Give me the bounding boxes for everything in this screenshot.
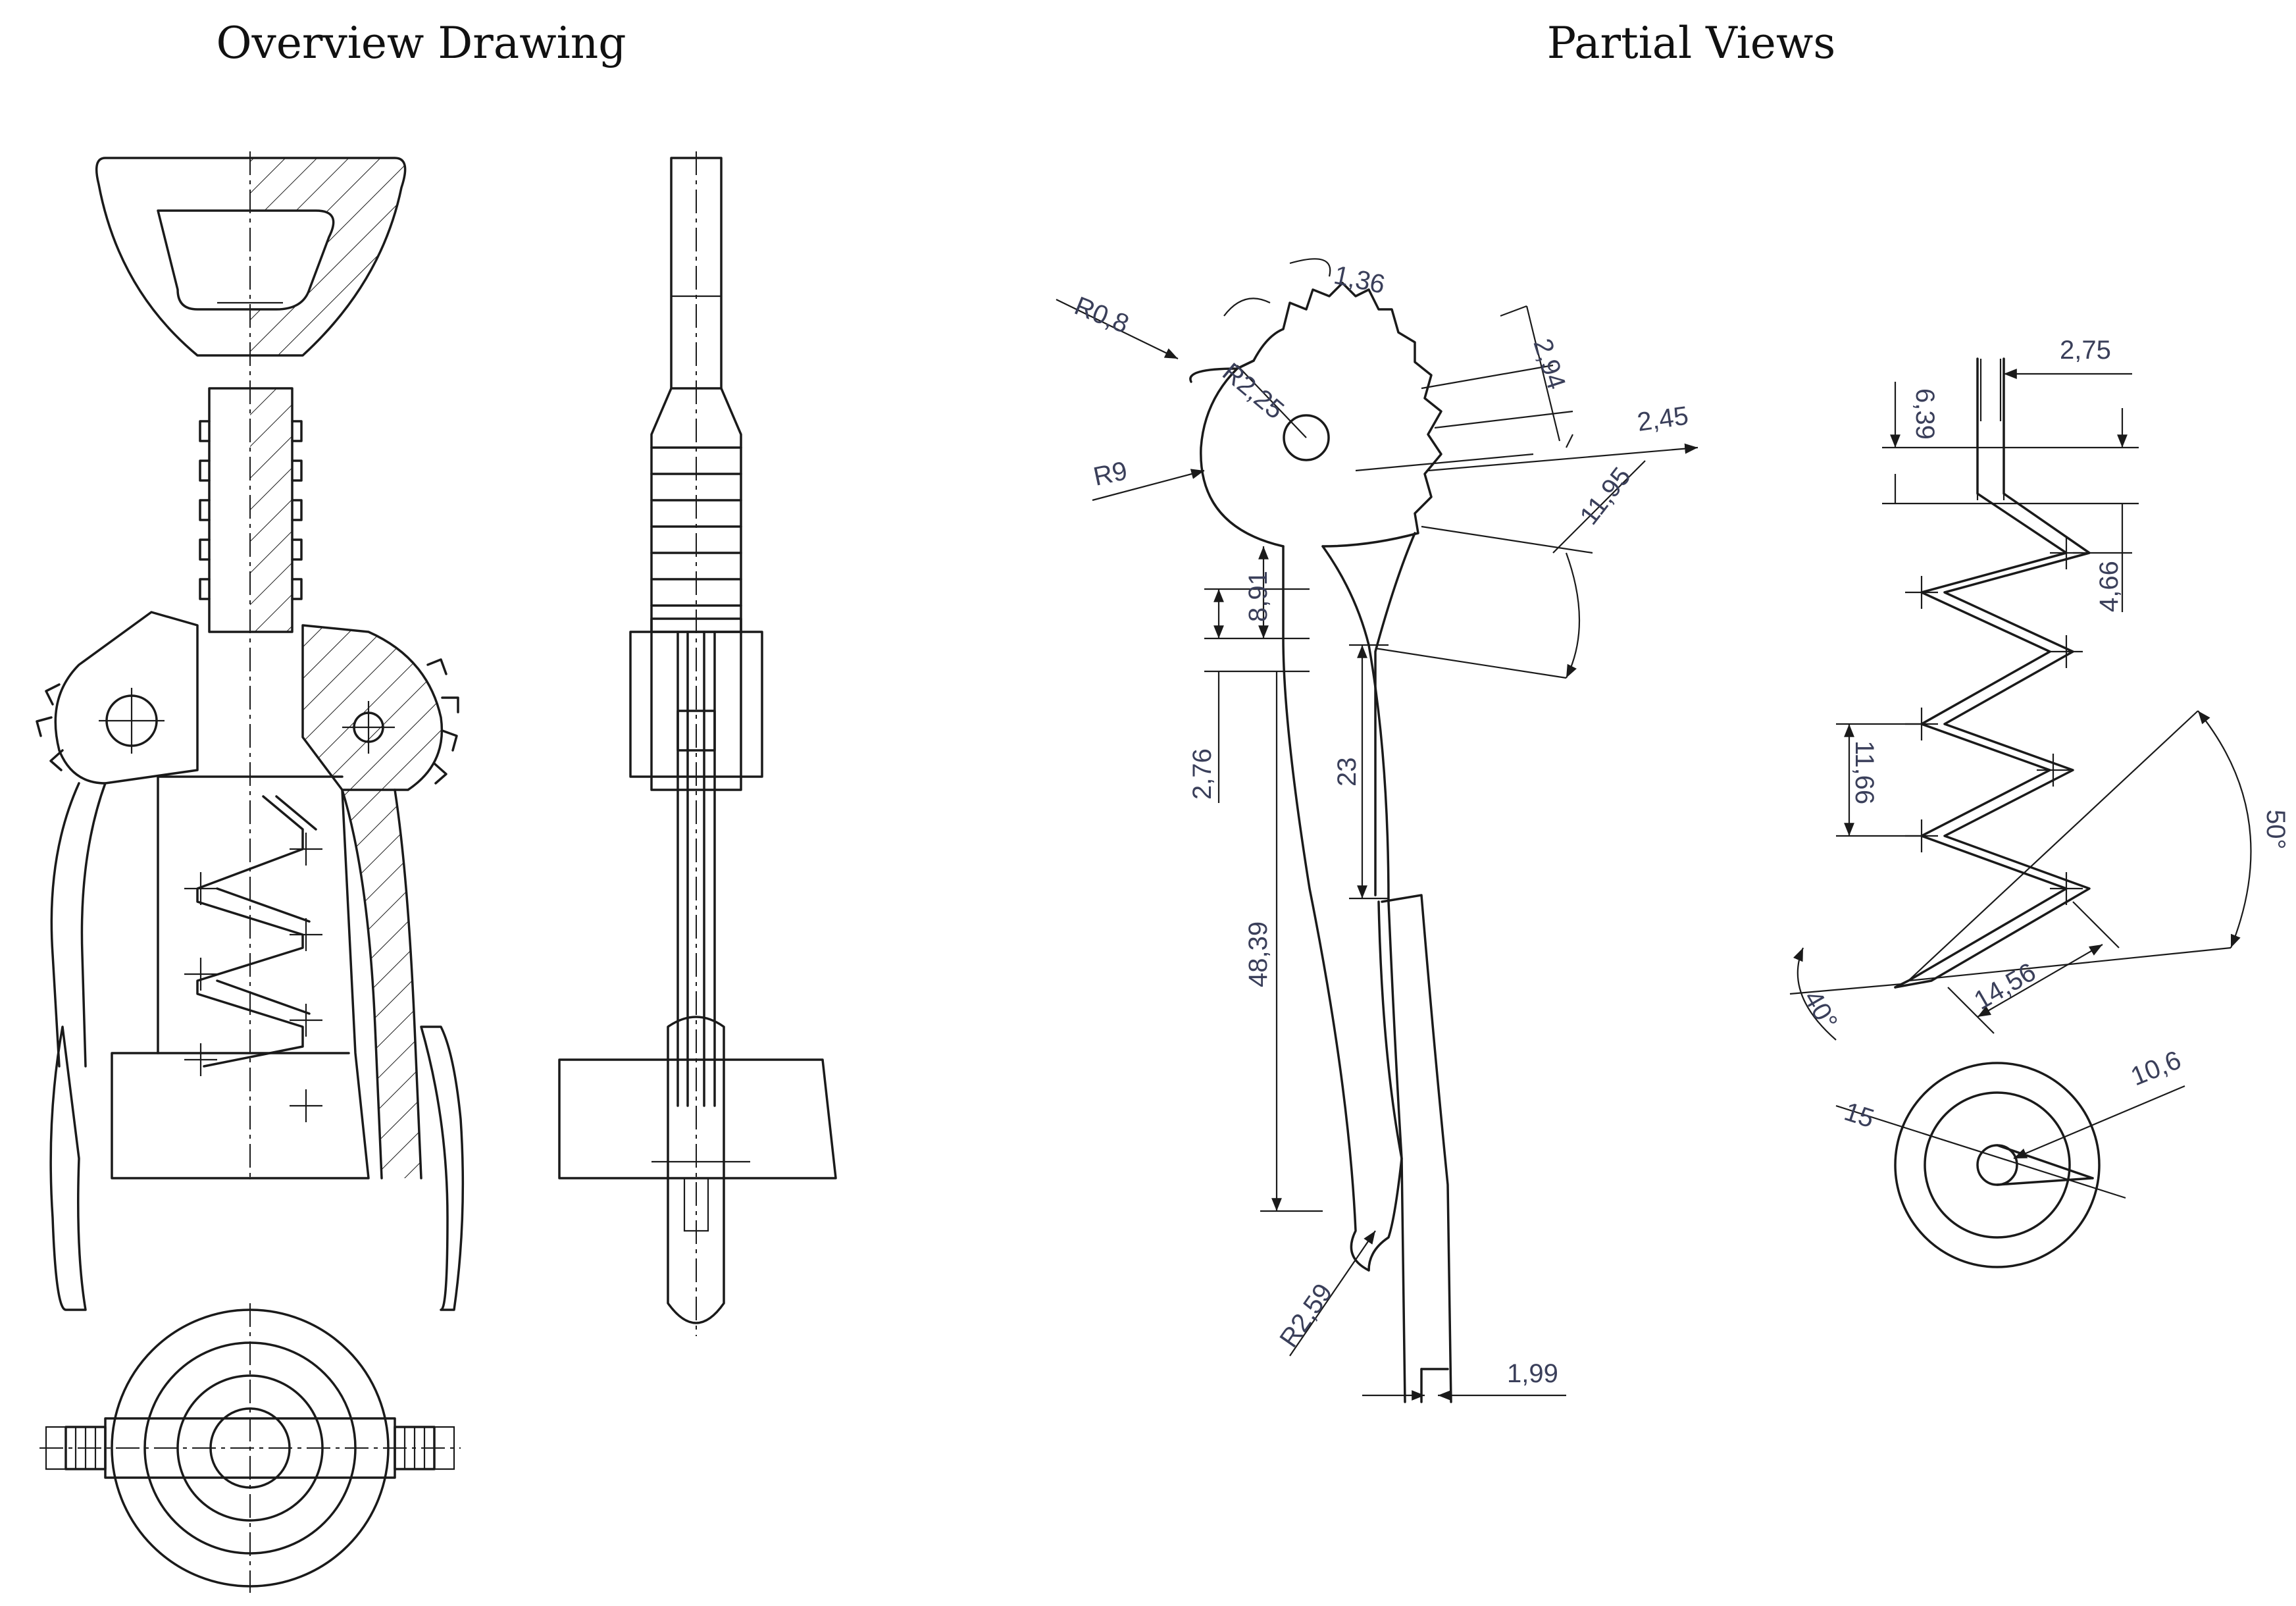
dim-11-66: 11,66	[1850, 740, 1879, 804]
lever-partial-view: R0,8 R2,25 1,36 2,94 2,45 R9 11,95 8,91 …	[1056, 258, 1698, 1403]
dim-1-99: 1,99	[1507, 1359, 1558, 1388]
dim-14-56: 14,56	[1970, 958, 2041, 1016]
dim-2-76: 2,76	[1188, 748, 1217, 800]
corkscrew-front-view	[36, 151, 465, 1311]
dim-r2-25: R2,25	[1217, 357, 1289, 425]
dim-15: 15	[1841, 1097, 1877, 1134]
dim-11-95: 11,95	[1574, 462, 1636, 531]
dim-r0-8: R0,8	[1071, 292, 1133, 339]
worm-partial-view: 6,39 2,75 4,66 11,66 50° 14,56 40° 15 10…	[1789, 336, 2290, 1268]
dim-10-6: 10,6	[2127, 1045, 2185, 1091]
dim-1-36: 1,36	[1331, 261, 1387, 299]
dim-6-39: 6,39	[1910, 388, 1939, 440]
dim-4-66: 4,66	[2095, 561, 2124, 612]
bottle-opener-slot	[157, 209, 335, 311]
front-helix-worm	[196, 795, 317, 1068]
dim-8-91: 8,91	[1244, 571, 1273, 622]
dim-2-94: 2,94	[1527, 335, 1571, 393]
partial-views-title: Partial Views	[1547, 18, 1835, 68]
dim-23: 23	[1333, 758, 1362, 787]
stem-threads	[199, 420, 303, 600]
corkscrew-side-view	[558, 151, 837, 1336]
overview-title: Overview Drawing	[216, 18, 626, 68]
helix-cross-markers	[184, 833, 322, 1122]
corkscrew-top-view	[39, 1303, 461, 1593]
dim-2-45: 2,45	[1635, 402, 1690, 437]
dim-angle-50: 50°	[2261, 810, 2290, 850]
dim-r9: R9	[1091, 456, 1130, 492]
dim-2-75: 2,75	[2060, 336, 2111, 365]
dim-r2-59: R2,59	[1274, 1278, 1338, 1353]
dim-48-39: 48,39	[1244, 921, 1273, 987]
